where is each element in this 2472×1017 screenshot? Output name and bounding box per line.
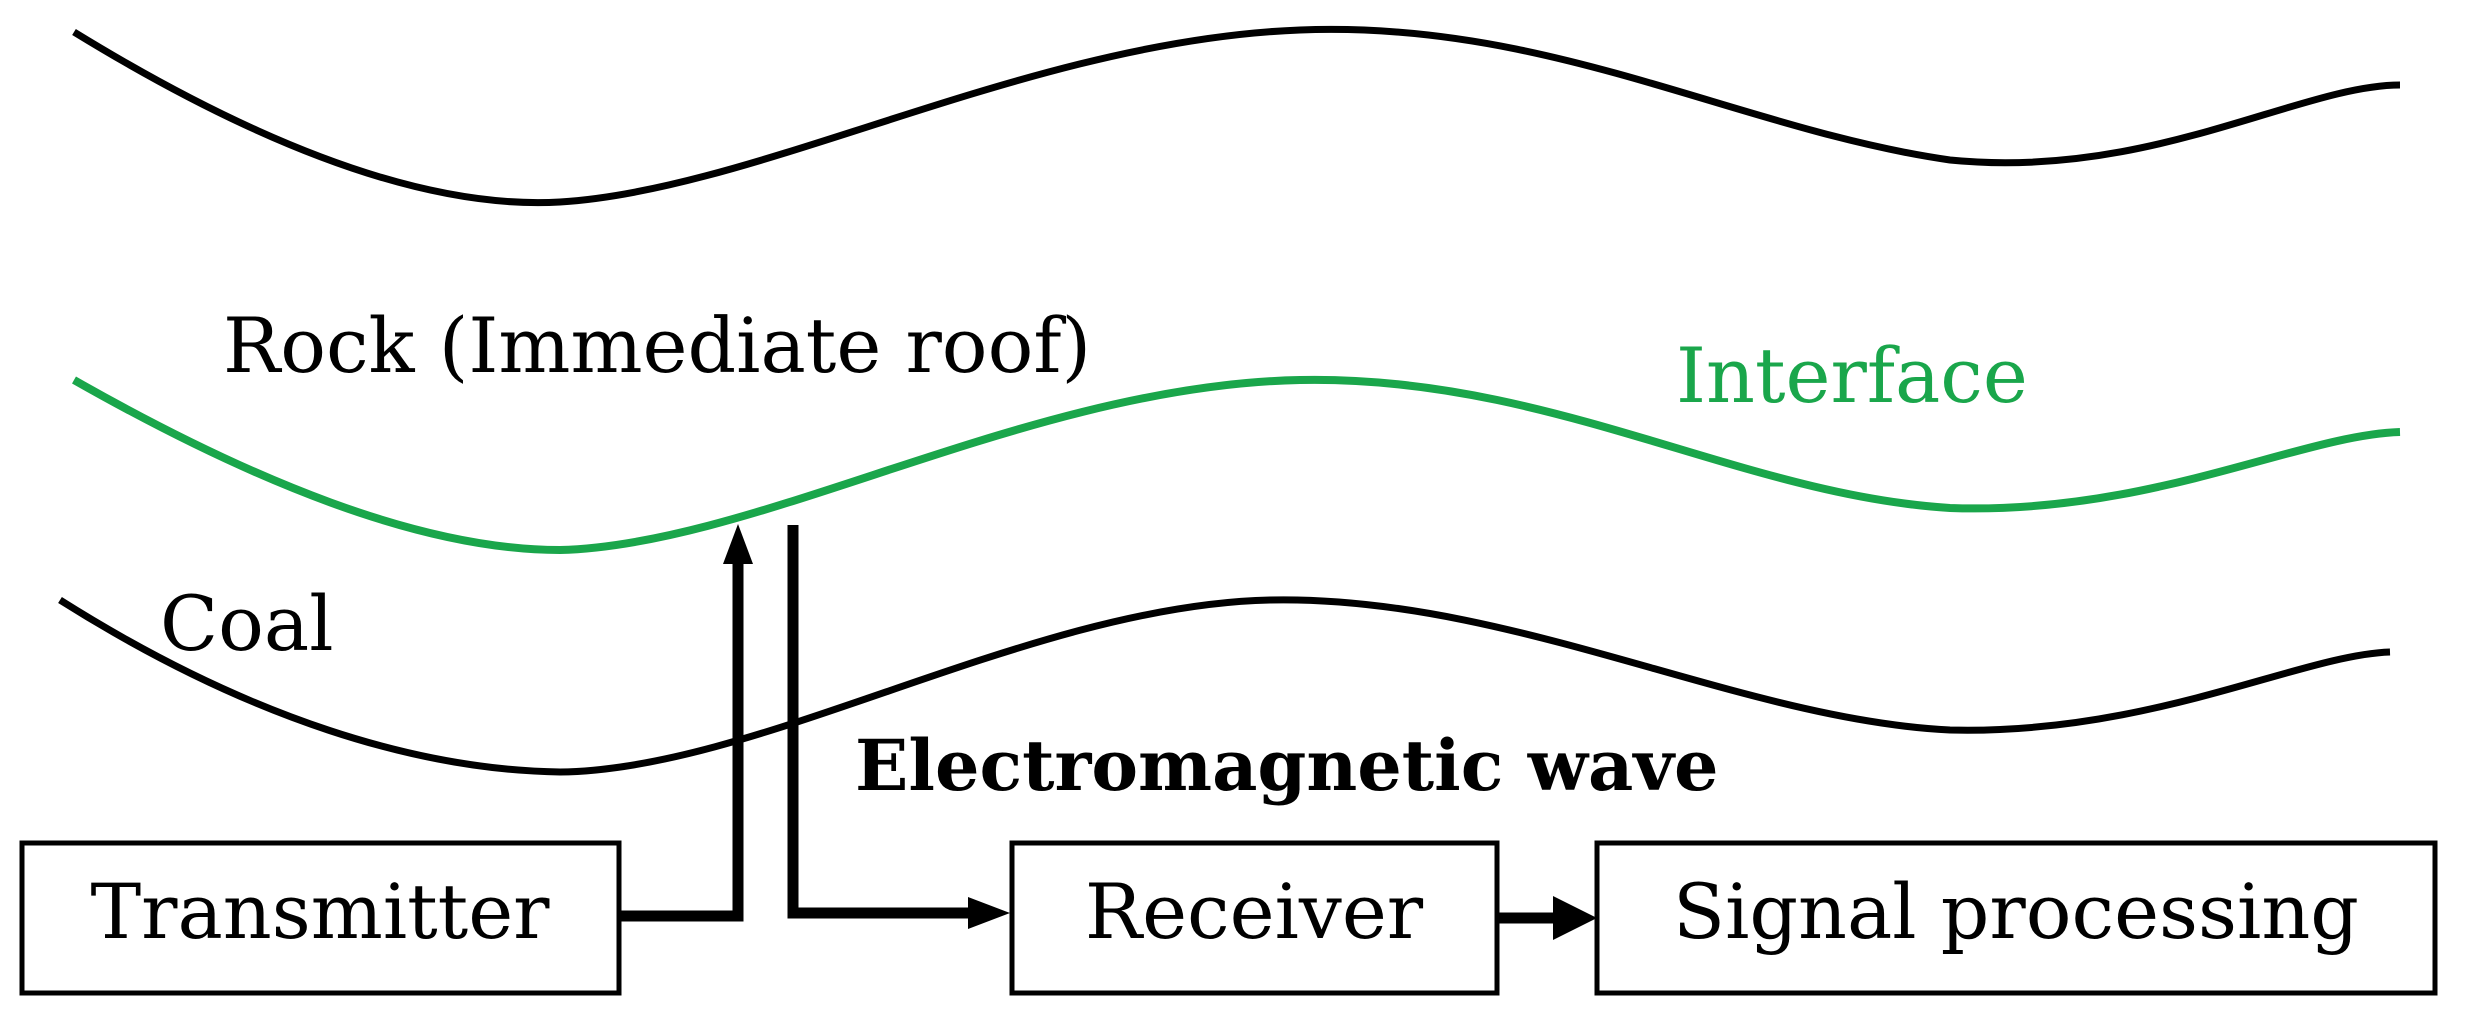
processing-arrow-head xyxy=(1553,896,1597,940)
interface-label: Interface xyxy=(1676,331,2028,420)
receiver-arrow-head xyxy=(968,897,1010,929)
signal-processing-label: Signal processing xyxy=(1673,867,2359,956)
reflected-wave-path xyxy=(787,525,970,919)
interface-line xyxy=(72,375,2401,555)
transmitter-label: Transmitter xyxy=(90,867,550,956)
rock-top-boundary xyxy=(72,25,2401,207)
rock-label: Rock (Immediate roof) xyxy=(223,301,1091,390)
receiver-label: Receiver xyxy=(1085,867,1424,956)
transmit-wave-path xyxy=(619,560,744,922)
em-wave-label: Electromagnetic wave xyxy=(855,724,1719,807)
coal-label: Coal xyxy=(160,579,334,668)
transmit-arrow-head xyxy=(723,524,753,564)
coal-bottom-boundary xyxy=(58,596,2391,776)
